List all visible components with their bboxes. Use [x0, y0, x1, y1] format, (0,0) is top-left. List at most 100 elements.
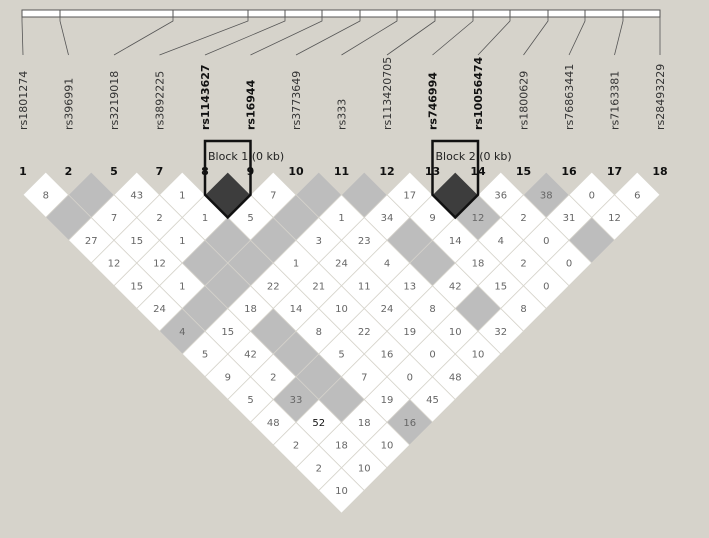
- ld-cell: [160, 263, 205, 308]
- ruler-connector: [113, 17, 174, 56]
- snp-label: rs113420705: [381, 57, 394, 130]
- ld-value: 52: [312, 418, 325, 429]
- ld-cell: [319, 195, 364, 240]
- snp-index: 10: [288, 165, 304, 178]
- ld-cell: [228, 377, 273, 422]
- ruler-connector: [341, 17, 398, 56]
- ruler-connector: [568, 17, 586, 56]
- ld-cell: [114, 172, 159, 217]
- ruler-connector: [204, 17, 286, 56]
- ld-value: 0: [589, 190, 595, 201]
- ld-cell: [455, 286, 501, 331]
- ld-value: 0: [429, 350, 435, 361]
- ld-cell: [251, 263, 296, 308]
- ld-cell: [524, 218, 569, 263]
- ld-value: 10: [335, 486, 348, 497]
- ld-value: 12: [153, 259, 166, 270]
- snp-label: rs28493229: [654, 64, 667, 130]
- ld-value: 23: [358, 236, 371, 247]
- ld-cell: [296, 309, 341, 354]
- ld-value: 38: [540, 190, 553, 201]
- snp-index: 1: [19, 165, 27, 178]
- ld-cell: [46, 195, 91, 240]
- haplotype-block-title: Block 2 (0 kb): [436, 150, 512, 163]
- ruler-connector: [59, 17, 69, 56]
- snp-index: 16: [561, 165, 577, 178]
- ld-value: 15: [130, 236, 143, 247]
- ld-value: 12: [108, 259, 121, 270]
- ld-cell: [592, 195, 637, 240]
- ld-cell: [615, 172, 660, 217]
- snp-label: rs7163381: [609, 71, 622, 130]
- ld-value: 2: [520, 213, 526, 224]
- ld-value: 22: [358, 327, 371, 338]
- ld-value: 18: [335, 441, 348, 452]
- ld-value: 24: [335, 259, 348, 270]
- ld-cell: [319, 377, 364, 422]
- ld-value: 42: [244, 350, 257, 361]
- ld-cell: [342, 263, 387, 308]
- ld-value: 16: [381, 350, 394, 361]
- ld-value: 4: [498, 236, 504, 247]
- ld-cell: [251, 172, 296, 217]
- snp-label: rs10056474: [472, 56, 485, 130]
- ld-value: 8: [43, 190, 49, 201]
- ld-cell: [433, 218, 478, 263]
- ld-value: 2: [270, 372, 276, 383]
- ld-value: 27: [85, 236, 98, 247]
- ld-cell: [410, 331, 455, 377]
- ld-cell: [296, 445, 341, 490]
- ld-cell: [364, 240, 410, 286]
- haplotype-blocks: Block 1 (0 kb)Block 2 (0 kb): [203, 139, 512, 220]
- ld-cell: [387, 354, 432, 399]
- ld-cell: [296, 218, 341, 263]
- ld-value: 12: [472, 213, 485, 224]
- ld-cell: [410, 240, 455, 286]
- ld-cell: [569, 218, 614, 263]
- ld-cell: [478, 172, 523, 217]
- ld-cell: [273, 377, 319, 422]
- ld-value: 8: [316, 327, 322, 338]
- snp-label: rs746994: [427, 72, 440, 130]
- ld-value: 2: [293, 441, 299, 452]
- ruler-connector: [159, 17, 249, 56]
- ld-cell: [342, 218, 387, 263]
- ld-value: 3: [316, 236, 322, 247]
- snp-label: rs1143627: [199, 64, 212, 130]
- snp-index: 7: [156, 165, 164, 178]
- snp-label: rs396991: [63, 78, 76, 130]
- snp-index: 15: [516, 165, 531, 178]
- ld-cell: [182, 240, 228, 286]
- snp-label: rs1800629: [518, 71, 531, 130]
- ld-value: 0: [543, 281, 549, 292]
- ld-cell: [160, 172, 205, 217]
- ld-cell: [364, 377, 410, 422]
- snp-label: rs3773649: [290, 71, 303, 130]
- ld-cell: [501, 286, 546, 331]
- ld-value: 18: [358, 418, 371, 429]
- ld-value: 22: [267, 281, 280, 292]
- ld-cell: [273, 331, 319, 377]
- ld-cell: [546, 240, 592, 286]
- ld-cell: [342, 172, 387, 217]
- ld-cell: [478, 218, 523, 263]
- ld-cell: [228, 286, 273, 331]
- ld-value: 8: [520, 304, 526, 315]
- ld-cell: [387, 172, 432, 217]
- ld-cell: [296, 263, 341, 308]
- ld-cell: [228, 240, 273, 286]
- ld-value: 36: [494, 190, 507, 201]
- ld-value: 1: [179, 190, 185, 201]
- ld-value: 33: [290, 395, 303, 406]
- snp-label: rs76863441: [563, 64, 576, 130]
- ld-value: 2: [316, 463, 322, 474]
- ld-value: 7: [111, 213, 117, 224]
- ld-cell: [364, 286, 410, 331]
- ld-cell: [137, 240, 182, 286]
- ld-value: 45: [426, 395, 439, 406]
- ld-cell: [455, 195, 501, 240]
- snp-index: 12: [379, 165, 394, 178]
